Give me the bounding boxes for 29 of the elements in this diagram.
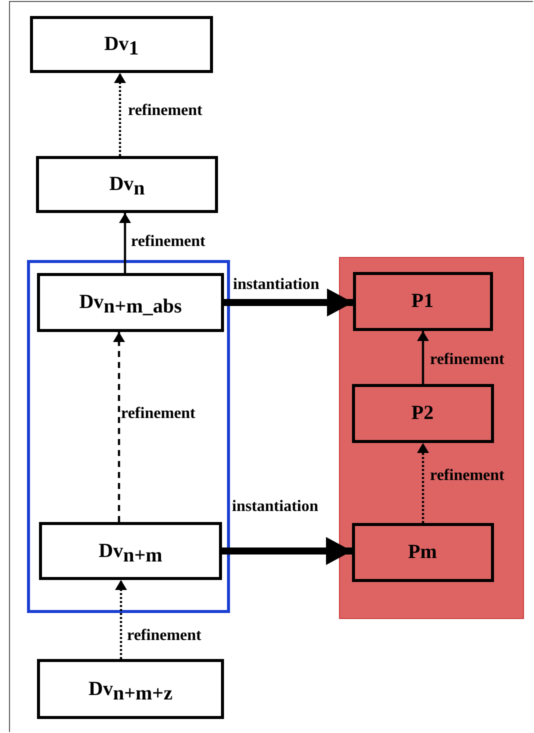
- process-box: [36, 156, 218, 213]
- group-frame: [27, 260, 230, 613]
- arrow: [119, 213, 131, 273]
- box-label: P1: [411, 290, 434, 312]
- box-label: P2: [411, 402, 434, 424]
- arrow: [113, 332, 125, 522]
- process-box: [30, 16, 213, 73]
- arrow: [417, 331, 429, 384]
- process-box: [352, 522, 494, 582]
- process-box: [37, 659, 224, 719]
- edge-label: refinement: [430, 467, 504, 485]
- edge-label: refinement: [430, 351, 504, 369]
- process-box: [352, 384, 494, 442]
- edge-label: instantiation: [233, 276, 320, 294]
- arrow: [222, 537, 352, 565]
- edge-label: refinement: [128, 102, 202, 120]
- edge-label: refinement: [121, 405, 196, 423]
- edge-label: refinement: [127, 627, 202, 645]
- arrow: [114, 73, 126, 156]
- process-box: [39, 522, 222, 580]
- edge-label: instantiation: [232, 498, 318, 516]
- arrow: [417, 443, 429, 523]
- box-label: Pm: [408, 540, 437, 564]
- arrow: [224, 288, 353, 316]
- group-panel: [339, 257, 524, 619]
- process-box: [352, 272, 492, 330]
- arrow: [115, 580, 127, 659]
- edge-label: refinement: [131, 233, 206, 251]
- process-box: [37, 273, 224, 332]
